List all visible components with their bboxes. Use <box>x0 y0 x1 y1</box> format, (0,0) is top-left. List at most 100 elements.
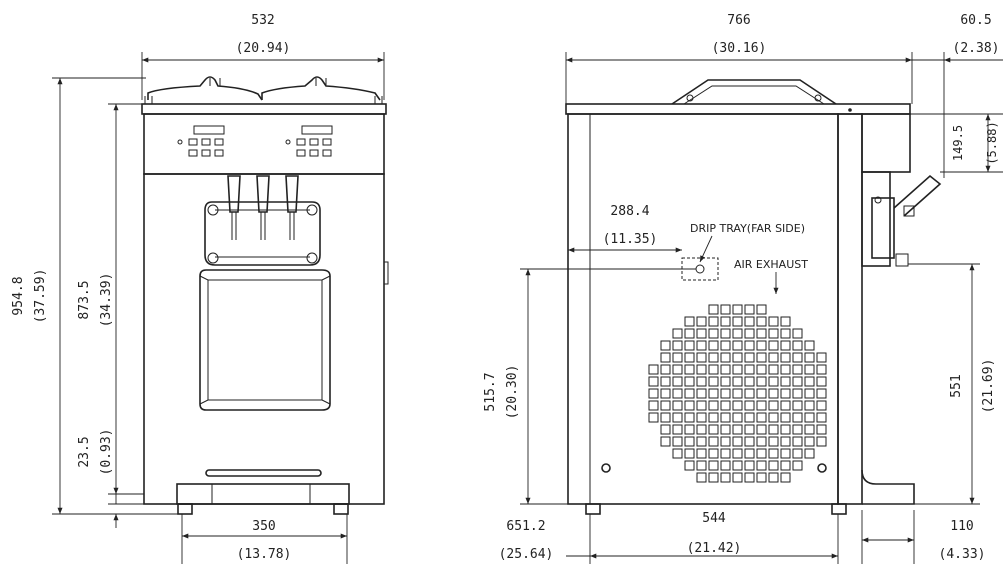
side-top-handle <box>671 79 837 105</box>
vent-hole <box>768 472 779 483</box>
vent-hole <box>768 340 779 351</box>
vent-hole <box>720 388 731 399</box>
vent-hole <box>720 472 731 483</box>
dim-tray-proj-mm: 110 <box>950 519 973 534</box>
front-dimension-labels: 532 (20.94) 954.8 (37.59) 873.5 (34.39) … <box>11 13 291 562</box>
dim-spout-height-mm: 551 <box>949 374 964 397</box>
vent-hole <box>792 412 803 423</box>
side-foot-left <box>585 503 601 515</box>
vent-hole <box>672 400 683 411</box>
vent-hole <box>720 364 731 375</box>
vent-hole <box>732 376 743 387</box>
vent-hole <box>732 424 743 435</box>
vent-hole <box>660 352 671 363</box>
dim-tray-width-mm: 350 <box>252 519 275 534</box>
vent-hole <box>708 400 719 411</box>
vent-hole <box>696 376 707 387</box>
dim-foot-height-in: (0.93) <box>99 429 114 476</box>
vent-hole <box>660 364 671 375</box>
dim-base-depth-in: (25.64) <box>499 547 554 562</box>
vent-hole <box>756 328 767 339</box>
vent-hole <box>720 448 731 459</box>
vent-hole <box>672 364 683 375</box>
vent-hole <box>768 400 779 411</box>
vent-hole <box>780 376 791 387</box>
vent-hole <box>720 328 731 339</box>
vent-hole <box>780 460 791 471</box>
vent-hole <box>708 448 719 459</box>
side-foot-right <box>831 503 847 515</box>
vent-hole <box>648 412 659 423</box>
vent-hole <box>696 328 707 339</box>
vent-hole <box>780 412 791 423</box>
vent-hole <box>696 316 707 327</box>
side-front-column <box>837 113 863 505</box>
vent-hole <box>648 388 659 399</box>
vent-hole <box>696 364 707 375</box>
vent-hole <box>756 352 767 363</box>
vent-hole <box>768 376 779 387</box>
vent-hole <box>756 316 767 327</box>
front-base-tray <box>176 483 350 505</box>
vent-hole <box>720 340 731 351</box>
vent-hole <box>756 448 767 459</box>
dim-drip-height-in: (20.30) <box>505 365 520 420</box>
vent-hole <box>816 364 827 375</box>
vent-hole <box>756 412 767 423</box>
vent-hole <box>708 376 719 387</box>
vent-hole <box>672 424 683 435</box>
vent-hole <box>684 316 695 327</box>
vent-hole <box>708 352 719 363</box>
vent-hole <box>804 424 815 435</box>
side-dimension-lines <box>520 52 1003 564</box>
vent-hole <box>744 436 755 447</box>
vent-hole <box>744 460 755 471</box>
vent-hole <box>684 364 695 375</box>
vent-hole <box>780 352 791 363</box>
front-display-right <box>285 125 333 157</box>
vent-hole <box>792 388 803 399</box>
dim-feet-span-in: (21.42) <box>687 541 742 556</box>
vent-hole <box>780 388 791 399</box>
vent-hole <box>732 448 743 459</box>
vent-hole <box>768 316 779 327</box>
dim-drip-height-mm: 515.7 <box>483 372 498 411</box>
side-top-plate <box>565 103 911 115</box>
vent-hole <box>816 412 827 423</box>
vent-hole <box>792 352 803 363</box>
vent-hole <box>780 448 791 459</box>
vent-hole <box>804 364 815 375</box>
front-view <box>141 76 389 515</box>
vent-hole <box>660 436 671 447</box>
vent-hole <box>684 340 695 351</box>
vent-hole <box>708 316 719 327</box>
vent-hole <box>672 340 683 351</box>
front-drip-window <box>199 269 331 411</box>
vent-hole <box>684 436 695 447</box>
vent-hole <box>708 460 719 471</box>
dim-width-in: (20.94) <box>236 41 291 56</box>
side-view <box>565 79 942 515</box>
vent-hole <box>732 436 743 447</box>
vent-hole <box>780 472 791 483</box>
front-dispenser-head <box>204 175 321 266</box>
vent-hole <box>756 340 767 351</box>
vent-hole <box>672 352 683 363</box>
dim-depth-mm: 766 <box>727 13 750 28</box>
vent-hole <box>684 412 695 423</box>
vent-hole <box>732 400 743 411</box>
vent-hole <box>780 340 791 351</box>
vent-hole <box>744 328 755 339</box>
vent-hole <box>768 364 779 375</box>
vent-hole <box>816 352 827 363</box>
vent-hole <box>720 352 731 363</box>
front-body <box>143 173 385 505</box>
vent-hole <box>660 340 671 351</box>
vent-hole <box>792 448 803 459</box>
dim-total-height-mm: 954.8 <box>11 276 26 315</box>
side-screw-right <box>817 463 827 473</box>
vent-hole <box>684 388 695 399</box>
dim-tray-width-in: (13.78) <box>237 547 292 562</box>
vent-hole <box>672 328 683 339</box>
